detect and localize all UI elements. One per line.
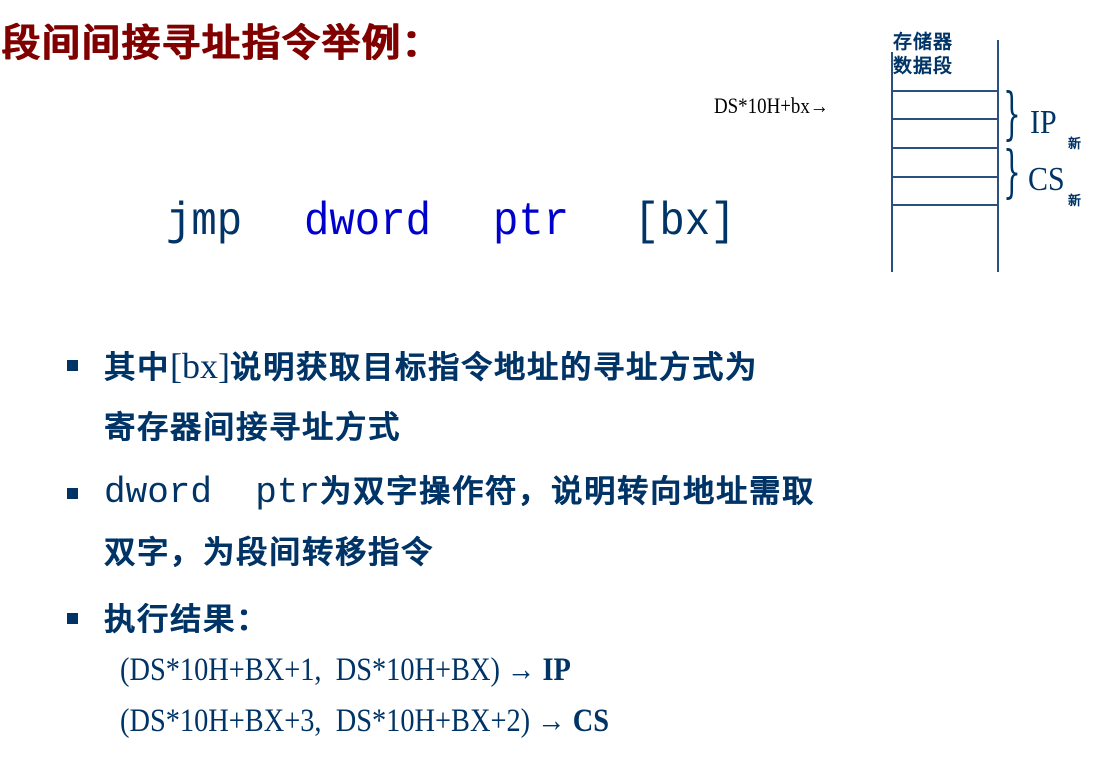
bullet-2-line-2: 双字，为段间转移指令 <box>104 535 434 571</box>
memory-cell-divider <box>892 176 998 178</box>
memory-left-border <box>891 52 893 272</box>
ip-register-label: IP <box>1030 104 1057 141</box>
result-line-ip: (DS*10H+BX+1, DS*10H+BX) → IP <box>120 652 571 689</box>
cs-register-label: CS <box>1028 161 1065 198</box>
diagram-header-data-segment: 数据段 <box>893 55 954 77</box>
bullet-square-icon <box>67 360 78 371</box>
instruction-opcode: jmp <box>166 196 243 248</box>
bullet-2-text: 为双字操作符，说明转向地址需取 <box>320 474 816 510</box>
arrow-right-icon: → <box>499 652 543 688</box>
bullet-1-line-2: 寄存器间接寻址方式 <box>104 410 401 446</box>
arrow-right-icon: → <box>530 703 573 739</box>
instruction-size: dword <box>304 196 431 248</box>
memory-cell-divider <box>892 147 998 149</box>
memory-cell-divider <box>892 90 998 92</box>
memory-cell-divider <box>892 204 998 206</box>
diagram-header-memory: 存储器 <box>893 31 954 53</box>
bullet-square-icon <box>67 613 78 624</box>
result-ip-expression: (DS*10H+BX+1, DS*10H+BX) <box>120 652 500 688</box>
bullet-1-line-1: 其中[bx]说明获取目标指令地址的寻址方式为 <box>104 342 758 387</box>
bullet-square-icon <box>67 488 78 499</box>
result-line-cs: (DS*10H+BX+3, DS*10H+BX+2) → CS <box>120 703 609 740</box>
bullet-1-code: [bx] <box>170 346 230 386</box>
instruction-operand: [bx] <box>634 196 736 248</box>
address-pointer-label: DS*10H+bx→ <box>714 93 829 118</box>
ip-brace-icon: } <box>1003 82 1021 147</box>
bullet-2-code: dword ptr <box>104 472 321 513</box>
slide-title: 段间间接寻址指令举例： <box>2 21 443 65</box>
bullet-2-line-1: dword ptr为双字操作符，说明转向地址需取 <box>104 466 815 513</box>
result-ip-target: IP <box>542 652 571 688</box>
instruction-ptr: ptr <box>493 196 570 248</box>
bullet-1-text: 说明获取目标指令地址的寻址方式为 <box>229 350 758 386</box>
memory-cell-divider <box>892 118 998 120</box>
result-cs-target: CS <box>572 703 609 739</box>
ip-new-subscript: 新 <box>1068 137 1082 152</box>
result-cs-expression: (DS*10H+BX+3, DS*10H+BX+2) <box>120 703 531 739</box>
memory-right-border <box>997 40 999 272</box>
cs-new-subscript: 新 <box>1068 194 1082 209</box>
bullet-1-prefix: 其中 <box>104 350 170 386</box>
cs-brace-icon: } <box>1003 140 1021 205</box>
bullet-3-heading: 执行结果： <box>104 602 269 638</box>
